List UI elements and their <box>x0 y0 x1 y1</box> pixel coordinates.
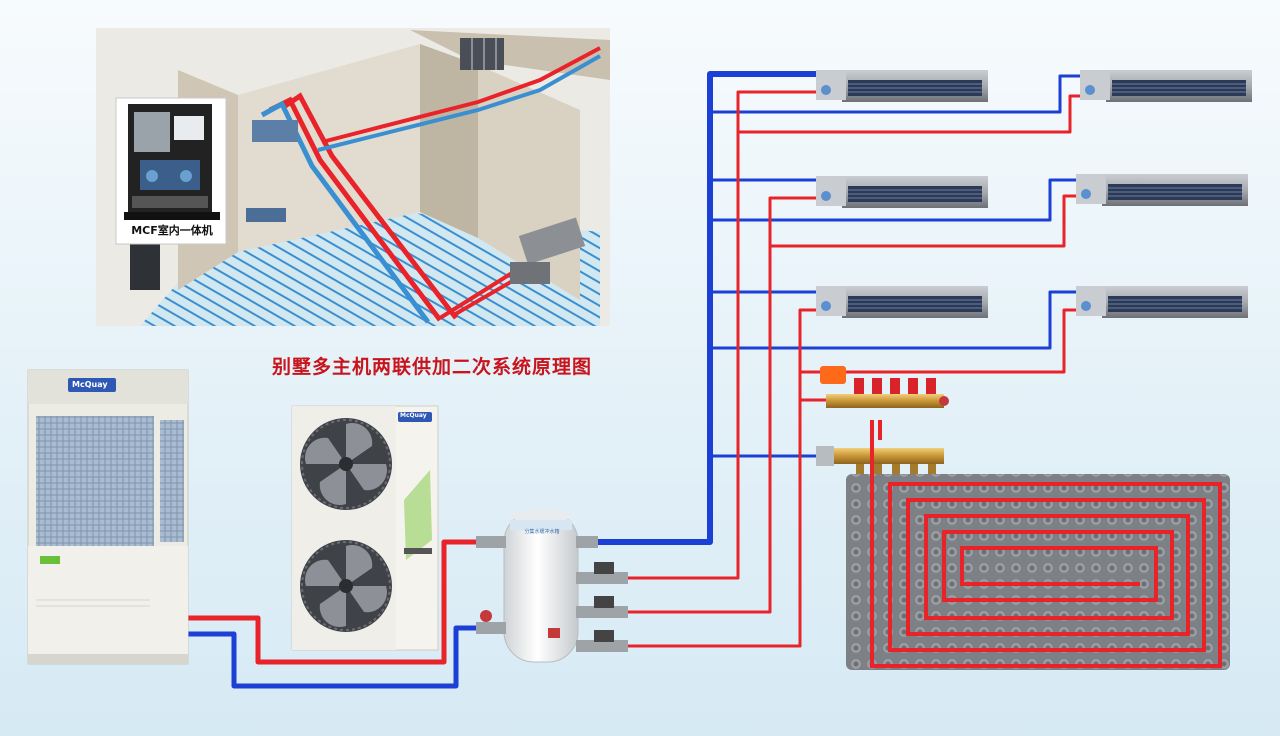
room-pipe-blue-2 <box>317 54 601 152</box>
brand-plate-small <box>398 412 432 422</box>
manifold-valve-heads <box>854 378 936 394</box>
outdoor-unit-small <box>291 405 439 651</box>
hot-pipe-2b <box>770 194 1078 248</box>
hot-pipe-1b <box>738 94 1082 134</box>
buffer-tank <box>476 510 628 663</box>
brand-plate-large <box>68 378 116 392</box>
fan-coil-unit <box>1076 174 1248 206</box>
fan-coil-unit <box>816 70 988 102</box>
brand-label-large: McQuay <box>72 380 108 389</box>
fan-coil-units <box>816 70 1252 318</box>
floor-heating-loop <box>870 420 1222 668</box>
fan-coil-unit <box>816 176 988 208</box>
wall-partition <box>420 44 478 238</box>
grill-front <box>36 416 154 546</box>
brand-label-small: McQuay <box>400 412 427 419</box>
fan-coil-unit <box>1076 286 1248 318</box>
floor-heating-collector <box>816 446 944 474</box>
cold-branch-row2b <box>710 178 1078 222</box>
diagram-title: 别墅多主机两联供加二次系统原理图 <box>272 356 593 378</box>
floor-heating-panel <box>846 420 1230 670</box>
fan-coil-unit <box>816 286 988 318</box>
manifold-actuator <box>820 366 846 384</box>
floor-heating-manifold <box>820 366 949 408</box>
fan-lower-icon <box>300 540 392 632</box>
outdoor-cold-loop <box>172 625 476 689</box>
cold-branch-row3b <box>710 290 1078 350</box>
hot-pipe-3b <box>800 308 1078 374</box>
render-duct-unit <box>518 217 586 265</box>
fan-coil-unit <box>1080 70 1252 102</box>
outdoor-unit-large <box>27 369 189 665</box>
room-pipe-red-2 <box>280 92 458 320</box>
grill-side <box>160 420 184 542</box>
fan-upper-icon <box>300 418 392 510</box>
window <box>460 38 504 70</box>
cold-branch-row1 <box>710 74 1082 114</box>
cold-main-pipe <box>596 71 820 545</box>
pipe-network <box>172 71 1082 689</box>
inset-caption: MCF室内一体机 <box>131 224 213 237</box>
tank-outlet-valves <box>576 536 628 652</box>
tank-label: 分集水缓冲水箱 <box>524 529 560 535</box>
render-manifold <box>252 120 298 142</box>
room-pipe-red-3 <box>321 46 601 144</box>
hot-pipe-2 <box>628 196 820 614</box>
outdoor-hot-loop <box>172 539 476 665</box>
room-render-inset <box>96 28 610 326</box>
hot-pipe-3 <box>628 308 820 648</box>
green-leaf-graphic <box>404 470 432 560</box>
hot-pipe-1 <box>628 90 820 580</box>
